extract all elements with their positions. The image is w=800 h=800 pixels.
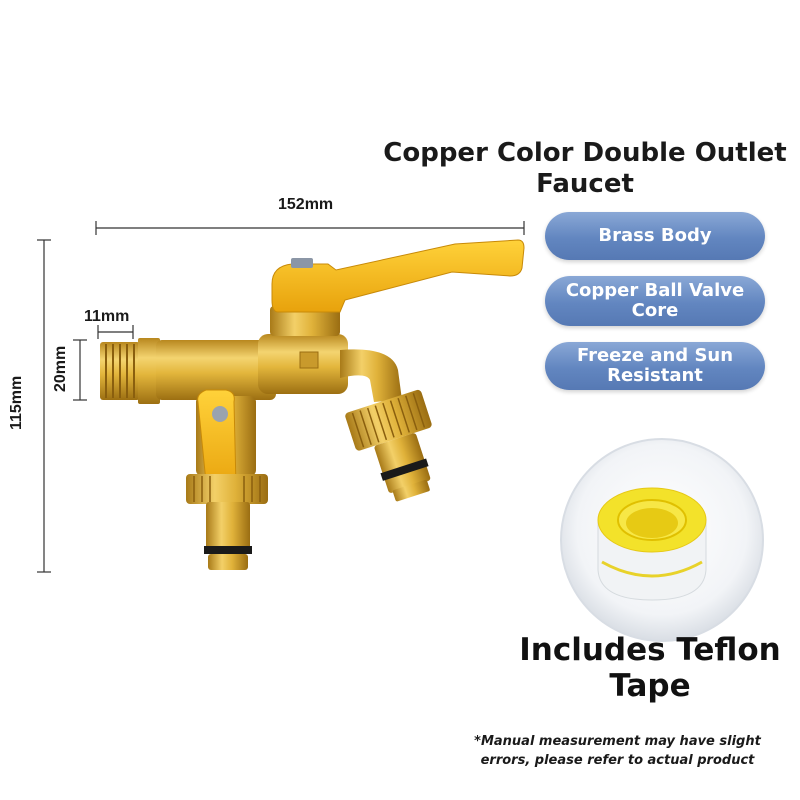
dimension-lines xyxy=(37,221,525,573)
teflon-tape-caption: Includes Teflon Tape xyxy=(519,632,781,704)
feature-badge-brass-body: Brass Body xyxy=(545,212,765,260)
height-dimension-label: 115mm xyxy=(8,375,25,430)
threaded-inlet xyxy=(100,342,140,400)
teflon-tape-image xyxy=(560,438,764,642)
thread-diameter-label: 20mm xyxy=(52,345,69,392)
feature-badge-freeze-sun: Freeze and Sun Resistant xyxy=(545,342,765,390)
width-dimension-label: 152mm xyxy=(278,196,334,213)
thread-length-label: 11mm xyxy=(84,308,130,325)
measurement-disclaimer: *Manual measurement may have slight erro… xyxy=(474,734,761,768)
product-title: Copper Color Double Outlet Faucet xyxy=(383,138,787,199)
feature-badge-ball-valve: Copper Ball Valve Core xyxy=(545,276,765,326)
